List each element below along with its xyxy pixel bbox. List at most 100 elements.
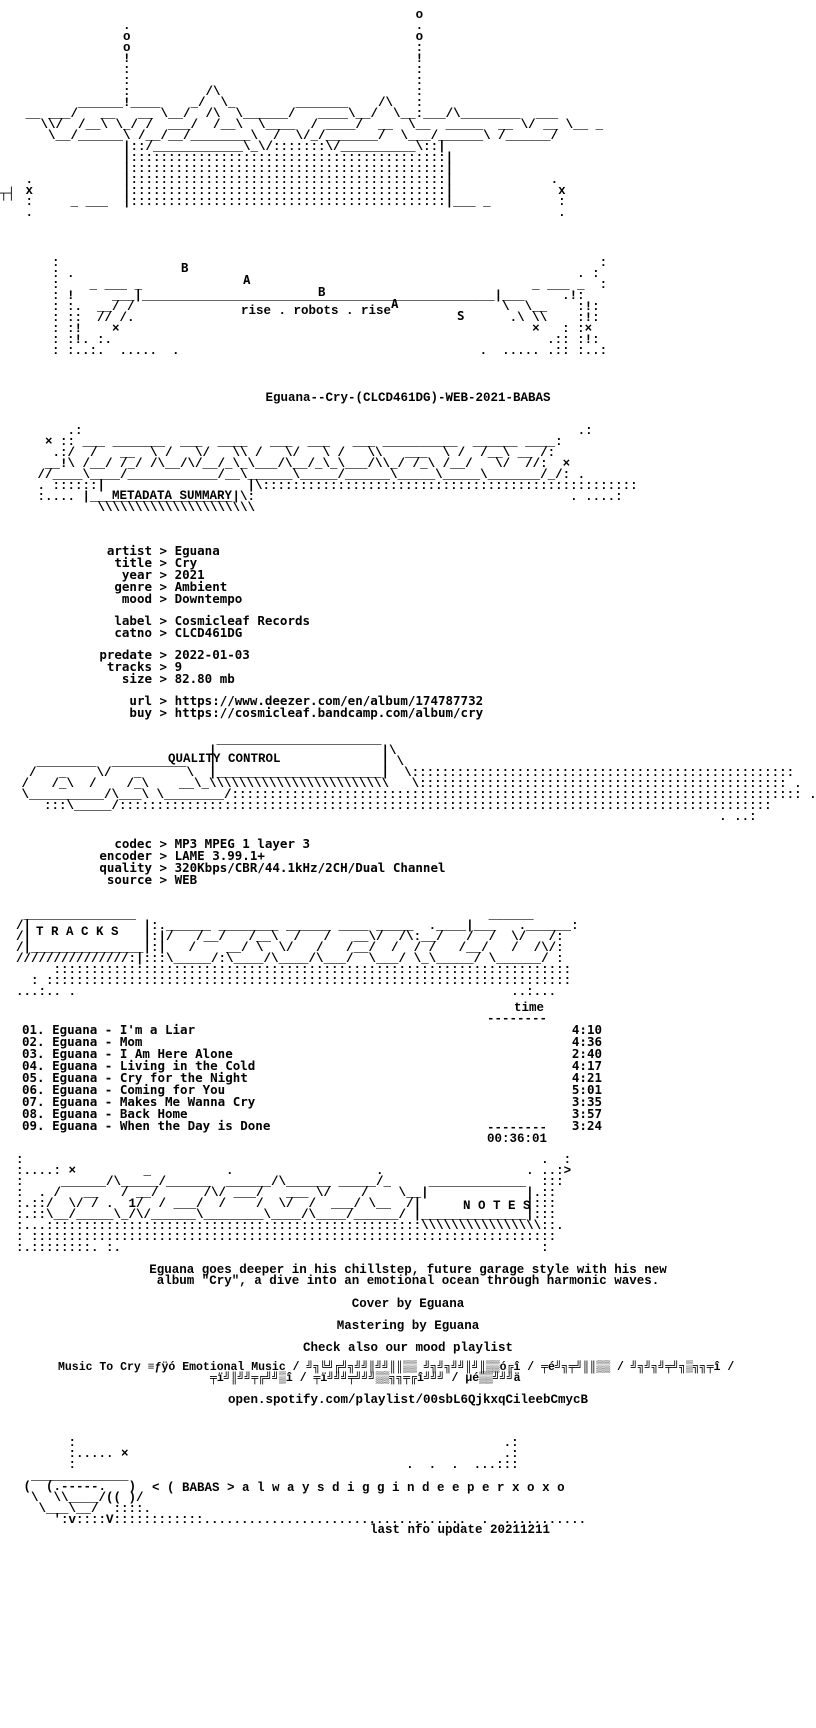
- metadata-key: mood: [121, 591, 152, 606]
- notes-description-2: album "Cry", a dive into an emotional oc…: [156, 1274, 660, 1288]
- track-title: 04. Eguana - Living in the Cold: [22, 1058, 256, 1073]
- notes-description-1: Eguana goes deeper in his chillstep, fut…: [149, 1263, 667, 1277]
- metadata-value: https://cosmicleaf.bandcamp.com/album/cr…: [174, 705, 484, 720]
- playlist-name-line-2: ╤ï╝║╝╝╤╔╝╝▒î / ╤ï╝╝╝╤╝╝╝▒▒╗╗╤╔î╝╝╝ / µé▒…: [210, 1372, 521, 1385]
- total-time: 00:36:01: [487, 1132, 548, 1146]
- metadata-header-art: .: .: × :: ___ _______ ___ ____ ___ ___ …: [37, 424, 638, 515]
- metadata-row: predate > 2022-01-03: [40, 647, 483, 662]
- release-name: Eguana--Cry-(CLCD461DG)-WEB-2021-BABAS: [265, 391, 551, 405]
- metadata-key: catno: [114, 625, 152, 640]
- tracks-title: T R A C K S: [36, 925, 119, 939]
- separator-glyph: >: [152, 555, 175, 570]
- track-title: 09. Eguana - When the Day is Done: [22, 1118, 271, 1133]
- separator-glyph: >: [152, 860, 175, 875]
- metadata-row: title > Cry: [40, 555, 483, 570]
- track-time: 4:21: [571, 1070, 602, 1085]
- metadata-value: https://www.deezer.com/en/album/17478773…: [174, 693, 484, 708]
- time-header: time: [514, 1001, 545, 1015]
- track-time: 2:40: [571, 1046, 602, 1061]
- metadata-row: tracks > 9: [40, 659, 483, 674]
- quality-key: quality: [99, 860, 152, 875]
- track-row: 03. Eguana - I Am Here Alone 2:40: [22, 1046, 602, 1061]
- metadata-value: Downtempo: [174, 591, 243, 606]
- separator-glyph: >: [152, 567, 175, 582]
- track-time: 5:01: [571, 1082, 602, 1097]
- playlist-url: open.spotify.com/playlist/00sbL6QjkxqCil…: [227, 1393, 589, 1407]
- quality-header-art: ______________________ | |\ ________ ___…: [21, 733, 816, 824]
- track-title: 06. Eguana - Coming for You: [22, 1082, 226, 1097]
- banner-letter: A: [243, 272, 251, 287]
- track-title: 05. Eguana - Cry for the Night: [22, 1070, 248, 1085]
- separator-glyph: >: [152, 591, 175, 606]
- banner-frame-top: : : : . . : : _ ___ _: [52, 256, 608, 358]
- metadata-key: predate: [99, 647, 152, 662]
- notes-check: Check also our mood playlist: [302, 1341, 514, 1355]
- quality-key: codec: [114, 836, 152, 851]
- banner-letter: B: [318, 284, 326, 299]
- track-row: 02. Eguana - Mom 4:36: [22, 1034, 602, 1049]
- babas-letters: B A B A S: [0, 250, 816, 322]
- metadata-row: genre > Ambient: [40, 579, 483, 594]
- metadata-key: title: [114, 555, 152, 570]
- metadata-value: 82.80 mb: [174, 671, 235, 686]
- metadata-key: year: [121, 567, 152, 582]
- metadata-row: artist > Eguana: [40, 543, 483, 558]
- separator-glyph: >: [152, 543, 175, 558]
- quality-value: 320Kbps/CBR/44.1kHz/2CH/Dual Channel: [174, 860, 446, 875]
- metadata-value: 2022-01-03: [174, 647, 250, 662]
- quality-value: MP3 MPEG 1 layer 3: [174, 836, 311, 851]
- track-title: 01. Eguana - I'm a Liar: [22, 1022, 196, 1037]
- metadata-key: size: [121, 671, 152, 686]
- track-time: 3:24: [571, 1118, 602, 1133]
- metadata-value: Eguana: [174, 543, 220, 558]
- quality-row: encoder > LAME 3.99.1+: [40, 848, 446, 863]
- separator-glyph: >: [152, 659, 175, 674]
- quality-row: codec > MP3 MPEG 1 layer 3: [40, 836, 446, 851]
- separator-glyph: >: [152, 705, 175, 720]
- footer-ship-art: : .: :..... × .: : . . . ...::: _: [23, 1436, 587, 1527]
- track-time: 4:17: [571, 1058, 602, 1073]
- separator-glyph: >: [152, 647, 175, 662]
- banner-letter: A: [391, 296, 399, 311]
- separator-glyph: >: [152, 625, 175, 640]
- notes-cover: Cover by Eguana: [351, 1297, 465, 1311]
- metadata-row: catno > CLCD461DG: [40, 625, 483, 640]
- track-row: 06. Eguana - Coming for You 5:01: [22, 1082, 602, 1097]
- track-time: 4:36: [571, 1034, 602, 1049]
- separator-glyph: >: [152, 579, 175, 594]
- banner-letter: S: [457, 308, 465, 323]
- metadata-value: 2021: [174, 567, 205, 582]
- metadata-key: artist: [106, 543, 152, 558]
- metadata-value: Ambient: [174, 579, 228, 594]
- notes-title: N O T E S: [463, 1199, 531, 1213]
- track-title: 02. Eguana - Mom: [22, 1034, 143, 1049]
- banner-slogan: rise . robots . rise: [241, 304, 392, 318]
- quality-title: QUALITY CONTROL: [168, 752, 281, 766]
- quality-row: quality > 320Kbps/CBR/44.1kHz/2CH/Dual C…: [40, 860, 446, 875]
- track-title: 03. Eguana - I Am Here Alone: [22, 1046, 233, 1061]
- separator-glyph: >: [152, 872, 175, 887]
- metadata-value: Cosmicleaf Records: [174, 613, 311, 628]
- track-row: 04. Eguana - Living in the Cold 4:17: [22, 1058, 602, 1073]
- quality-row: source > WEB: [40, 872, 446, 887]
- quality-key: source: [106, 872, 152, 887]
- separator-glyph: >: [152, 613, 175, 628]
- metadata-row: mood > Downtempo: [40, 591, 483, 606]
- tracks-header-art: _______________ ______ /| |:.______ ____…: [16, 908, 579, 999]
- metadata-value: CLCD461DG: [174, 625, 243, 640]
- metadata-key: genre: [114, 579, 152, 594]
- metadata-key: url: [129, 693, 152, 708]
- metadata-title: METADATA SUMMARY: [112, 489, 233, 503]
- separator-glyph: >: [152, 848, 175, 863]
- metadata-row: buy > https://cosmicleaf.bandcamp.com/al…: [40, 705, 484, 720]
- notes-mastering: Mastering by Eguana: [336, 1319, 480, 1333]
- track-row: 05. Eguana - Cry for the Night 4:21: [22, 1070, 602, 1085]
- last-update: last nfo update 20211211: [370, 1523, 551, 1537]
- quality-value: LAME 3.99.1+: [174, 848, 265, 863]
- footer-tagline: < ( BABAS > a l w a y s d i g g i n d e …: [152, 1481, 565, 1495]
